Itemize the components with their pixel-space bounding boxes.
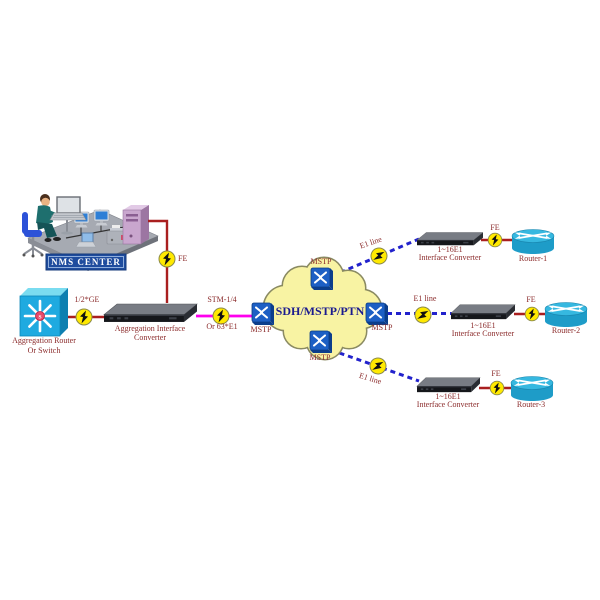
nms-center-scene (22, 194, 159, 271)
e1-line-label-2: E1 line (413, 294, 437, 303)
router-3-icon (510, 375, 554, 402)
aggregation-router-label-line1: Aggregation Router (12, 336, 76, 345)
converter-3-label-line1: 1~16E1 (435, 392, 461, 401)
router-1-label: Router-1 (518, 254, 548, 263)
fe-label-1: FE (490, 223, 500, 232)
operator-chair-icon (22, 212, 44, 258)
server-tower-icon (122, 205, 149, 245)
mstp-label-south: MSTP (309, 353, 331, 362)
fe-connector-2-icon (524, 306, 540, 322)
e1-connector-2-icon (411, 303, 435, 327)
router-2-label: Router-2 (551, 326, 581, 335)
mstp-node-south-icon (308, 329, 334, 355)
converter-2-label-line2: Interface Converter (451, 329, 515, 338)
mstp-node-north-icon (309, 266, 335, 292)
ge-label: 1/2*GE (74, 295, 100, 304)
cube-s-mark: S (38, 314, 41, 320)
converter-3-label-line2: Interface Converter (416, 400, 480, 409)
mstp-label-west: MSTP (250, 325, 272, 334)
router-2-icon (544, 301, 588, 328)
interface-converter-1-icon (416, 232, 484, 246)
interface-converter-3-icon (416, 377, 481, 393)
nms-banner-label: NMS CENTER (51, 257, 121, 267)
converter-2-label-line1: 1~16E1 (470, 321, 496, 330)
fe-label-2: FE (526, 295, 536, 304)
operator-laptop-icon (49, 196, 87, 235)
aggregation-interface-converter-icon (103, 303, 198, 323)
mstp-label-north: MSTP (310, 257, 332, 266)
stm-label-line2: Or 63*E1 (206, 322, 238, 331)
router-3-label: Router-3 (516, 400, 546, 409)
interface-converter-2-icon (450, 304, 516, 320)
aggregation-converter-label-line2: Converter (134, 333, 166, 342)
aggregation-converter-label-line1: Aggregation Interface (114, 324, 186, 333)
aggregation-router-label-line2: Or Switch (27, 346, 61, 355)
stm-label-line1: STM-1/4 (207, 295, 237, 304)
ge-connector-icon (75, 308, 93, 326)
fe-connector-1-icon (487, 232, 503, 248)
laptop-on-desk-icon (75, 232, 97, 248)
fe-nms-label: FE (178, 254, 188, 263)
fe-label-3: FE (491, 369, 501, 378)
router-1-icon (511, 228, 555, 255)
fe-nms-connector-icon (158, 250, 176, 268)
cloud-label: SDH/MSTP/PTN (275, 304, 365, 318)
fe-link-line (148, 219, 169, 303)
converter-1-label-line1: 1~16E1 (437, 245, 463, 254)
aggregation-router-icon: S (19, 288, 68, 337)
e1-connector-1-icon (367, 244, 391, 268)
nms-banner (45, 253, 127, 271)
mstp-label-east: MSTP (371, 323, 393, 332)
sdh-cloud (262, 256, 383, 361)
converter-1-label-line2: Interface Converter (418, 253, 482, 262)
